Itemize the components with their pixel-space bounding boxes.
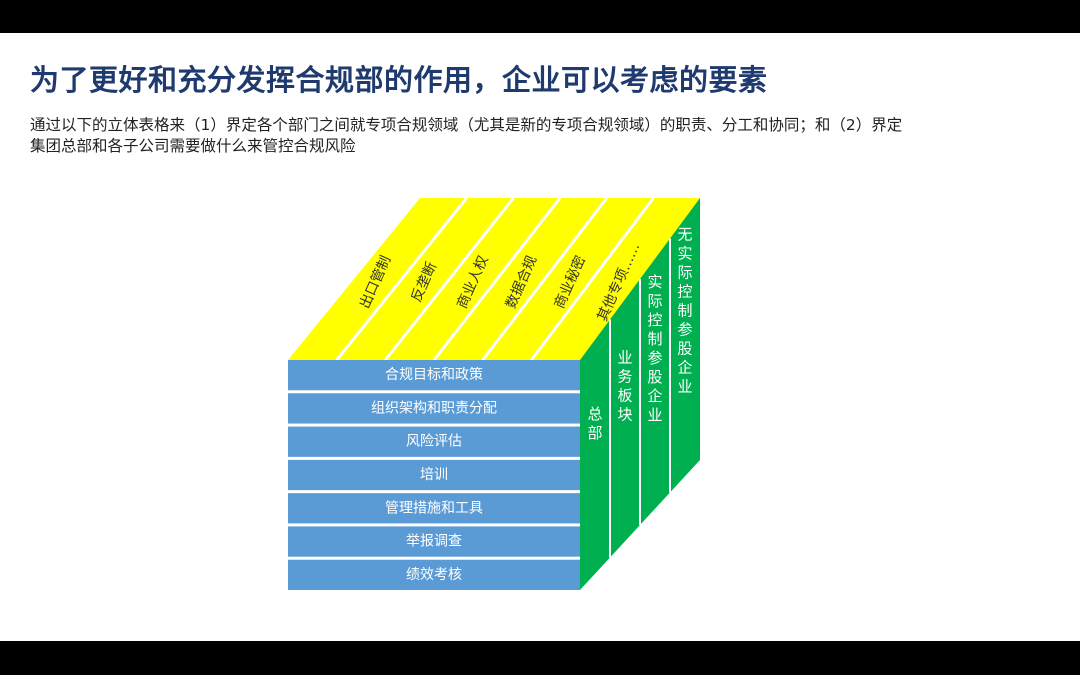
front-row-label: 培训 bbox=[420, 467, 448, 483]
side-label-char: 股 bbox=[677, 340, 692, 358]
side-label-char: 际 bbox=[677, 264, 692, 282]
side-label-char: 制 bbox=[677, 302, 692, 320]
front-row bbox=[288, 493, 580, 524]
side-label-char: 制 bbox=[647, 330, 662, 348]
side-label-char: 块 bbox=[617, 405, 632, 423]
front-row bbox=[288, 360, 580, 391]
front-row-label: 组织架构和职责分配 bbox=[371, 400, 497, 416]
top-strip-divider bbox=[530, 197, 655, 361]
front-row-label: 管理措施和工具 bbox=[385, 500, 483, 516]
side-label-char: 业 bbox=[677, 378, 692, 396]
top-strip-divider bbox=[481, 197, 608, 361]
side-label-char: 参 bbox=[677, 321, 692, 339]
side-label-char: 实 bbox=[677, 245, 692, 263]
front-row bbox=[288, 459, 580, 491]
front-row-label: 合规目标和政策 bbox=[385, 366, 483, 383]
front-row-label: 绩效考核 bbox=[406, 567, 462, 583]
slide-title: 为了更好和充分发挥合规部的作用，企业可以考虑的要素 bbox=[30, 63, 768, 97]
side-label-char: 业 bbox=[617, 348, 632, 366]
side-label-char: 务 bbox=[617, 367, 632, 385]
front-row bbox=[288, 393, 580, 424]
side-label-char: 部 bbox=[587, 424, 602, 442]
top-strip-divider bbox=[384, 197, 515, 361]
front-row bbox=[288, 526, 580, 557]
front-row-label: 风险评估 bbox=[406, 434, 462, 450]
top-strip-divider bbox=[432, 197, 562, 361]
side-label-char: 控 bbox=[647, 311, 662, 329]
front-row bbox=[288, 559, 580, 590]
top-face: 出口管制反垄断商业人权数据合规商业秘密其他专项…… bbox=[288, 197, 700, 361]
slide-subtitle: 通过以下的立体表格来（1）界定各个部门之间就专项合规领域（尤其是新的专项合规领域… bbox=[30, 115, 1060, 157]
side-label-char: 实 bbox=[647, 273, 662, 291]
side-label-char: 股 bbox=[647, 368, 662, 386]
subtitle-line-1: 通过以下的立体表格来（1）界定各个部门之间就专项合规领域（尤其是新的专项合规领域… bbox=[30, 116, 903, 134]
front-row bbox=[288, 426, 580, 457]
side-label-char: 企 bbox=[647, 387, 662, 405]
side-label-char: 参 bbox=[647, 349, 662, 367]
side-label-char: 控 bbox=[677, 283, 692, 301]
side-label-char: 际 bbox=[647, 292, 662, 310]
side-label-char: 板 bbox=[617, 386, 632, 404]
top-face-bg bbox=[288, 198, 700, 360]
subtitle-line-2: 集团总部和各子公司需要做什么来管控合规风险 bbox=[30, 137, 356, 155]
side-label-char: 总 bbox=[587, 405, 602, 423]
front-row-label: 举报调查 bbox=[406, 534, 462, 550]
side-label-char: 企 bbox=[677, 359, 692, 377]
side-label-char: 无 bbox=[677, 226, 692, 244]
side-label-char: 业 bbox=[647, 406, 662, 424]
top-strip-divider bbox=[335, 197, 468, 361]
